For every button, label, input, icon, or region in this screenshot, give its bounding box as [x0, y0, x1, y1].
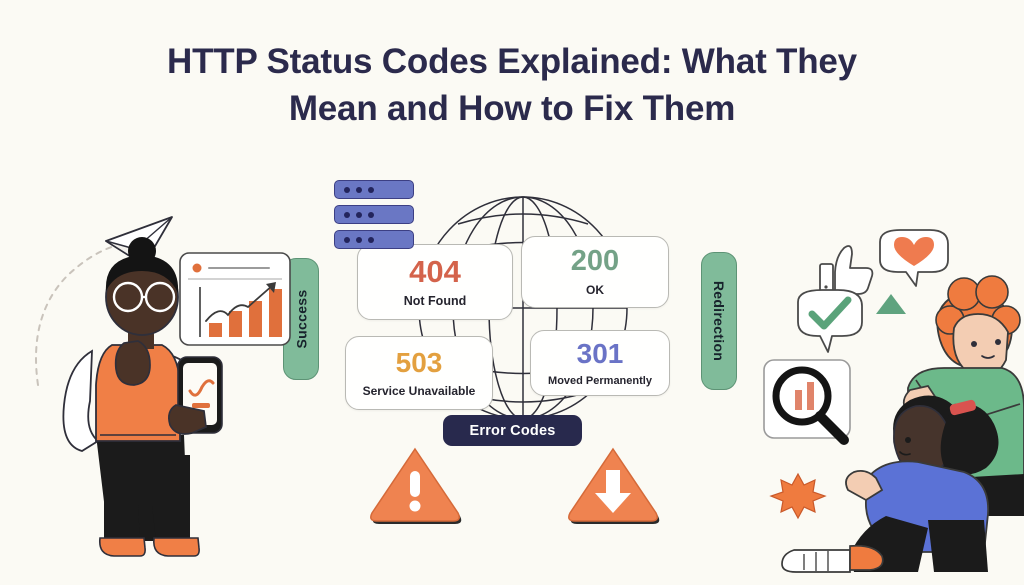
status-code-value: 503 — [395, 346, 443, 378]
magnifier-handle — [815, 411, 849, 445]
error-codes-badge-label: Error Codes — [469, 422, 556, 439]
status-card-200: 200 OK — [521, 236, 669, 308]
status-code-description: Service Unavailable — [362, 383, 476, 398]
status-code-value: 200 — [570, 245, 620, 277]
status-card-404: 404 Not Found — [357, 244, 513, 320]
status-code-description: Moved Permanently — [548, 374, 652, 387]
download-triangle-icon — [568, 447, 660, 524]
server-dot — [344, 186, 350, 193]
status-code-description: Not Found — [403, 294, 467, 308]
error-codes-badge: Error Codes — [443, 415, 582, 446]
server-stack-icon — [334, 180, 414, 255]
heart-speech-bubble — [879, 229, 949, 287]
server-dot — [368, 186, 374, 193]
status-code-value: 404 — [409, 254, 461, 289]
server-bar — [334, 180, 414, 199]
category-pill-redirection: Redirection — [701, 252, 737, 390]
bar-chart-card — [179, 252, 291, 346]
person-blue-sweater — [781, 395, 999, 573]
status-code-value: 301 — [576, 337, 624, 369]
server-dot — [344, 211, 350, 218]
server-dot — [344, 236, 350, 243]
person-with-phone-illustration — [35, 216, 291, 557]
two-people-reacting-illustration — [763, 229, 1024, 573]
page-title-line-1: HTTP Status Codes Explained: What They — [167, 42, 857, 81]
server-dot — [356, 211, 362, 218]
green-triangle-icon — [876, 294, 906, 314]
server-dot — [368, 211, 374, 218]
check-speech-bubble — [797, 289, 863, 353]
server-bar — [334, 230, 414, 249]
server-bar — [334, 205, 414, 224]
dashed-trail — [35, 242, 129, 386]
standing-person — [62, 237, 223, 557]
page-title: HTTP Status Codes Explained: What They M… — [0, 38, 1024, 132]
magnifier-card — [763, 359, 851, 445]
server-dot — [356, 186, 362, 193]
warning-triangle-icon — [370, 447, 462, 524]
status-card-301: 301 Moved Permanently — [530, 330, 670, 396]
status-code-description: OK — [586, 283, 604, 297]
server-dot — [356, 236, 362, 243]
status-card-503: 503 Service Unavailable — [345, 336, 493, 410]
orange-starburst-icon — [769, 472, 827, 520]
thumbs-up-icon — [819, 245, 874, 295]
server-dot — [368, 236, 374, 243]
page-title-line-2: Mean and How to Fix Them — [288, 89, 736, 128]
category-pill-label: Redirection — [711, 280, 728, 362]
